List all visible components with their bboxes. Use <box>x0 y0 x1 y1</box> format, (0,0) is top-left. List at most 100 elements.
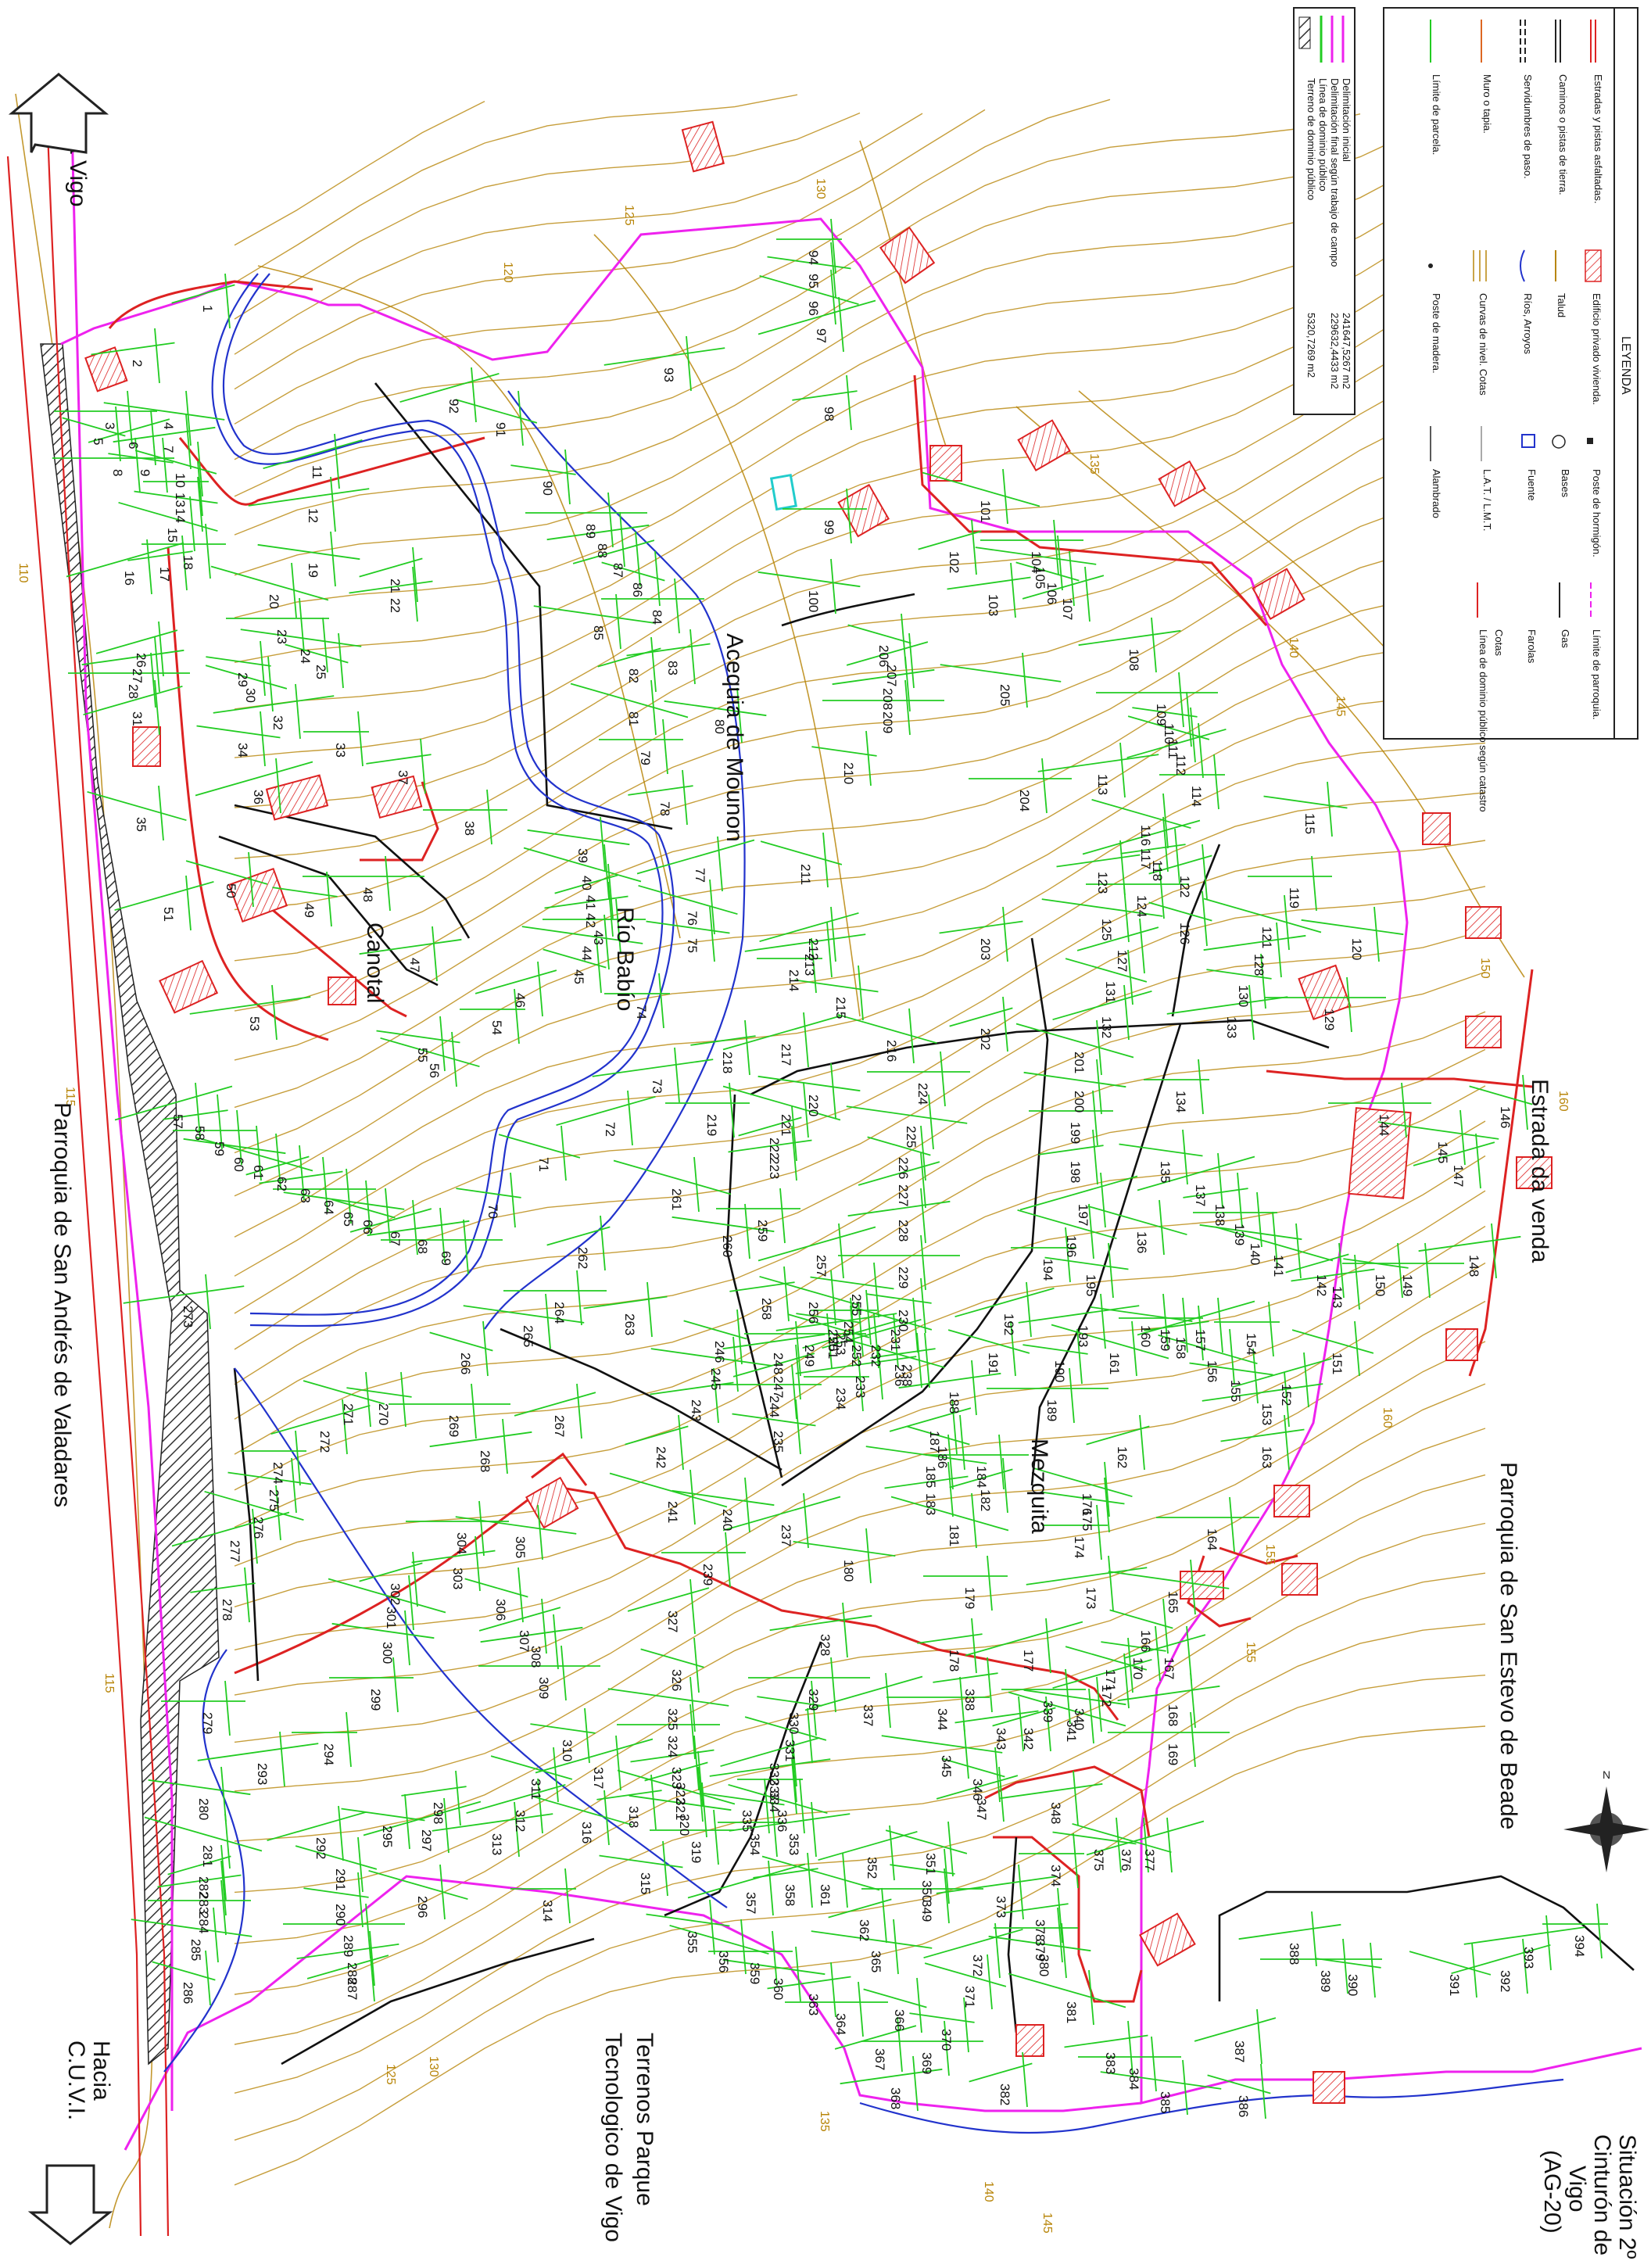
parcel-line <box>965 1621 1083 1657</box>
parcel-line <box>1190 1672 1196 1729</box>
parcel-line <box>664 700 767 717</box>
plot-number: 328 <box>818 1634 833 1656</box>
contour-line <box>234 1623 1486 2094</box>
parcel-line <box>103 402 225 421</box>
parcel-line <box>1010 1320 1016 1377</box>
parcel-line <box>480 1626 583 1643</box>
plot-number: 153 <box>1259 1403 1274 1425</box>
parcel-line <box>131 1919 252 1937</box>
plot-number: 31 <box>130 711 145 726</box>
parcel-line <box>363 1800 482 1836</box>
parcel-line <box>1026 1281 1032 1338</box>
plot-number: 158 <box>1173 1337 1188 1359</box>
plot-number: 263 <box>622 1313 637 1335</box>
plot-number: 115 <box>1302 813 1317 834</box>
parcel-line <box>744 1019 750 1076</box>
parcel-line <box>811 1801 817 1858</box>
plot-number: 208 <box>880 688 895 710</box>
legend-item: Cotas <box>1493 629 1505 656</box>
parcel-line <box>1491 1223 1497 1279</box>
contour-line <box>234 351 1486 808</box>
plot-number: 286 <box>181 1982 195 2004</box>
contour-line <box>234 125 1486 536</box>
parcel-line <box>838 296 844 353</box>
plot-number: 256 <box>806 1302 821 1324</box>
parcel-line <box>272 887 338 898</box>
contour-label: 115 <box>102 1673 116 1693</box>
parcel-line <box>1096 1059 1102 1115</box>
contour-label: 110 <box>16 563 30 583</box>
plot-number: 242 <box>654 1446 668 1468</box>
plot-number: 226 <box>896 1157 911 1179</box>
parcel-line <box>1045 1696 1051 1752</box>
parcel-line <box>865 1446 987 1464</box>
parcel-line <box>1086 1820 1205 1856</box>
parcel-line <box>576 1383 582 1439</box>
parcel-line <box>947 576 1031 590</box>
plot-number: 276 <box>251 1517 266 1539</box>
plot-number: 142 <box>1314 1274 1329 1296</box>
parcel-line <box>154 328 160 384</box>
plot-number: 91 <box>493 422 508 437</box>
plot-number: 135 <box>1158 1161 1173 1183</box>
plot-number: 240 <box>720 1509 735 1531</box>
parcel-line <box>1268 1301 1274 1357</box>
parcel-line <box>795 1320 801 1377</box>
plot-number: 96 <box>806 301 821 316</box>
parcel-line <box>275 758 281 814</box>
parcel-line <box>1108 1555 1114 1611</box>
plot-number: 391 <box>1447 1974 1462 1996</box>
plot-number: 225 <box>904 1126 919 1148</box>
contour-line <box>234 195 1486 618</box>
parcel-line <box>205 1274 211 1330</box>
plot-number: 320 <box>677 1814 692 1836</box>
parcel-line <box>791 1363 797 1420</box>
parcel-line <box>627 1587 710 1612</box>
parcel-line <box>554 874 618 894</box>
parcel-line <box>672 1489 775 1507</box>
parcel-line <box>1291 1268 1375 1282</box>
plot-number: 202 <box>978 1028 993 1050</box>
parcel-line <box>904 656 911 712</box>
dirt-paths <box>218 382 1635 2066</box>
parcel-line <box>1159 863 1165 919</box>
parcel-line <box>1052 1831 1137 1845</box>
plot-number: 219 <box>704 1114 719 1136</box>
plot-number: 82 <box>626 668 641 683</box>
parcel-line <box>1057 1907 1063 1963</box>
plot-number: 49 <box>302 903 317 918</box>
parcel-line <box>1182 1297 1188 1353</box>
plot-number: 356 <box>716 1951 731 1972</box>
plot-number: 71 <box>536 1157 551 1172</box>
plot-number: 110 <box>1162 723 1176 744</box>
hacia-cuvi-label-1: Hacia <box>88 2040 114 2101</box>
parcel-line <box>994 1922 1001 1979</box>
parcel-line <box>432 1813 553 1832</box>
parcel-boundaries <box>52 218 1608 2119</box>
parcel-line <box>464 1578 528 1598</box>
parcel-line <box>196 725 281 739</box>
plot-number: 204 <box>1017 790 1032 812</box>
plot-number: 386 <box>1236 2095 1251 2117</box>
plot-number: 168 <box>1166 1704 1180 1726</box>
parcel-line <box>650 1774 657 1830</box>
parcel-line <box>767 1976 851 1990</box>
parcel-line <box>1220 1428 1305 1442</box>
parcel-line <box>1327 781 1333 837</box>
parcel-line <box>597 647 661 668</box>
parcel-line <box>359 938 462 955</box>
parcel-line <box>197 441 203 497</box>
plot-number: 352 <box>865 1857 879 1879</box>
plot-number: 88 <box>595 543 610 558</box>
parcel-line <box>1252 1348 1259 1404</box>
parcel-line <box>920 1188 926 1244</box>
plot-number: 84 <box>650 610 664 625</box>
plot-number: 95 <box>806 274 821 288</box>
parcel-line <box>1069 1367 1075 1424</box>
parcel-line <box>959 1414 965 1471</box>
parcel-line <box>775 1313 897 1331</box>
plot-number: 9 <box>138 469 152 476</box>
plot-number: 287 <box>345 1978 360 2000</box>
parcel-line <box>190 1582 256 1593</box>
